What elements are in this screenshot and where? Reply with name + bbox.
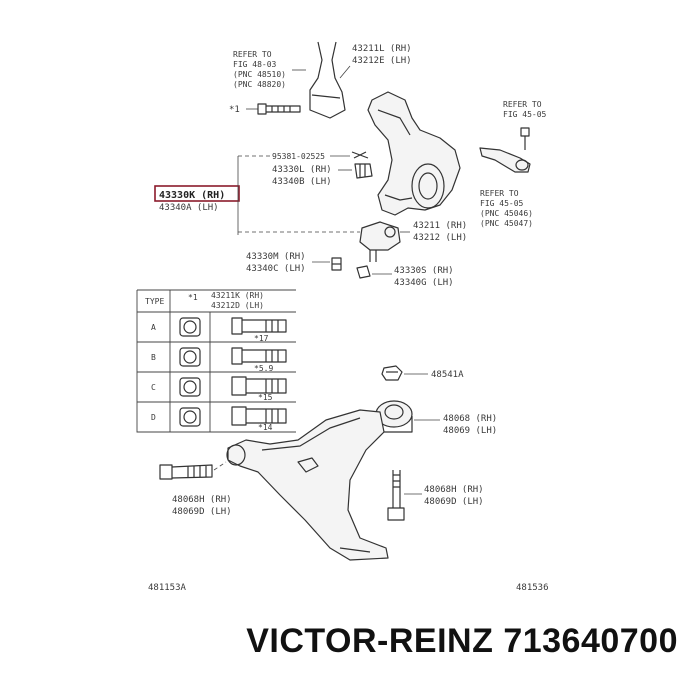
ball-joint — [359, 221, 401, 262]
cotter-pin: 95381-02525 — [238, 151, 369, 161]
nut-icon — [179, 347, 201, 367]
refer-fig-48-03: REFER TO FIG 48-03 (PNC 48510) (PNC 4882… — [233, 50, 286, 89]
ref-line: FIG 45-05 — [503, 110, 547, 119]
bolt-star1: *1 — [229, 103, 301, 115]
label-43340B: 43340B (LH) — [272, 177, 332, 187]
label-43330S: 43330S (RH) — [394, 266, 454, 276]
bolt-48068H-right — [387, 470, 405, 521]
table-header-type: TYPE — [145, 297, 164, 306]
part-number: 713640700 — [503, 622, 678, 660]
label-43211: 43211 (RH) — [413, 221, 467, 231]
label-43212: 43212 (LH) — [413, 233, 467, 243]
lower-control-arm — [226, 409, 389, 561]
nut-small — [331, 257, 342, 271]
label-43330M: 43330M (RH) — [246, 252, 306, 262]
ref-line: REFER TO — [503, 100, 542, 109]
bolt-icon — [231, 376, 287, 396]
star1-label: *1 — [229, 105, 240, 115]
label-48069D-left: 48069D (LH) — [172, 507, 232, 517]
ref-line: REFER TO — [233, 50, 272, 59]
label-43212E: 43212E (LH) — [352, 56, 412, 66]
bolt-48068H-left — [159, 464, 213, 480]
bolt-icon — [231, 347, 287, 365]
label-43330K: 43330K (RH) — [159, 190, 225, 201]
nut-48541A — [381, 365, 403, 381]
dashed-leader — [213, 461, 227, 471]
table-row-mark: *15 — [258, 393, 273, 402]
figure-code-left: 481153A — [148, 583, 187, 593]
nut-icon — [179, 377, 201, 397]
figure-code-right: 481536 — [516, 583, 549, 593]
table-row-mark: *5.9 — [254, 364, 273, 373]
ref-line: (PNC 45047) — [480, 219, 533, 228]
label-95381: 95381-02525 — [272, 152, 325, 161]
label-43211L: 43211L (RH) — [352, 44, 412, 54]
label-48541A: 48541A — [431, 370, 464, 380]
ref-line: FIG 45-05 — [480, 199, 524, 208]
ref-line: FIG 48-03 — [233, 60, 277, 69]
bolt-icon — [231, 317, 287, 335]
nut-icon — [179, 317, 201, 337]
ref-line: REFER TO — [480, 189, 519, 198]
table-row-mark: *14 — [258, 423, 273, 432]
bolt-icon — [231, 406, 287, 426]
label-48069D-right: 48069D (LH) — [424, 497, 484, 507]
steering-knuckle — [367, 91, 461, 216]
tie-rod-end: REFER TO FIG 45-05 — [479, 100, 547, 173]
nut-43330S — [356, 265, 371, 279]
highlight-box — [154, 185, 240, 202]
label-43330L: 43330L (RH) — [272, 165, 332, 175]
nut-icon — [179, 407, 201, 427]
ref-line: (PNC 48510) — [233, 70, 286, 79]
label-43340G: 43340G (LH) — [394, 278, 454, 288]
table-row-type: A — [151, 323, 156, 332]
table-row-type: B — [151, 353, 156, 362]
ref-line: (PNC 45046) — [480, 209, 533, 218]
table-row-type: D — [151, 413, 156, 422]
brand-name: VICTOR-REINZ — [246, 622, 494, 660]
castle-nut — [354, 163, 373, 179]
table-header-part: 43212D (LH) — [211, 301, 264, 310]
table-row-mark: *17 — [254, 334, 269, 343]
table-row-type: C — [151, 383, 156, 392]
table-header-part: 43211K (RH) — [211, 291, 264, 300]
label-48069: 48069 (LH) — [443, 426, 497, 436]
strut-lower — [309, 41, 346, 119]
label-48068H-left: 48068H (RH) — [172, 495, 232, 505]
label-43340C: 43340C (LH) — [246, 264, 306, 274]
leader-line — [339, 65, 351, 79]
product-caption: VICTOR-REINZ 713640700 — [0, 622, 678, 661]
label-48068: 48068 (RH) — [443, 414, 497, 424]
bolt-type-table: TYPE *1 43211K (RH) 43212D (LH) A *17 B … — [136, 289, 296, 433]
table-header-star: *1 — [188, 293, 198, 302]
label-48068H-right: 48068H (RH) — [424, 485, 484, 495]
label-43340A: 43340A (LH) — [159, 203, 219, 213]
ref-line: (PNC 48820) — [233, 80, 286, 89]
